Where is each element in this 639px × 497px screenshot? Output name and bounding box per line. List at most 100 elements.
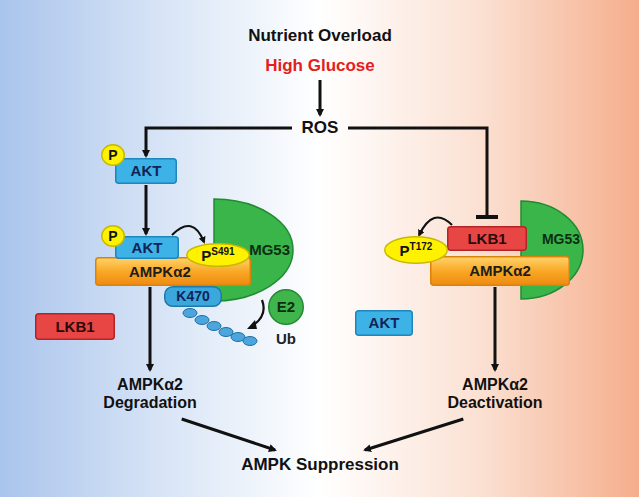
kinase-box: LKB1 [447, 226, 527, 251]
node-text: AKT [132, 239, 163, 256]
node-text: AMPKα2 Degradation [103, 376, 196, 411]
text-holder: AMPK Suppression [220, 452, 420, 478]
node-text: AKT [369, 314, 400, 331]
node-text: MG53 [542, 231, 580, 247]
box-fill [356, 311, 413, 336]
kinase-box: AKT [115, 158, 177, 184]
text-holder: E2 [268, 289, 304, 325]
ubiquitin-label: Ub [276, 330, 296, 347]
node-text: MG53 [249, 241, 290, 258]
text-holder: AMPKα2 Deactivation [423, 372, 567, 416]
text-group: AMPK Suppression [241, 455, 399, 475]
text-holder: K470 [164, 286, 222, 307]
text-group: AKT [132, 239, 163, 256]
text-holder: AMPKα2 Degradation [78, 372, 222, 416]
text-group: PS491 [201, 246, 234, 264]
text-group: AMPKα2 [129, 263, 191, 280]
arrow-connector [494, 287, 497, 370]
text-group: AKT [369, 314, 400, 331]
text-holder: P [101, 225, 125, 247]
node-text: K470 [176, 288, 209, 304]
kinase-box: AKT [115, 236, 179, 259]
outcome-text: AMPKα2 Degradation [78, 372, 222, 416]
text-group: MG53 [249, 241, 290, 258]
kinase-box: AKT [355, 310, 413, 336]
ubiquitin-chain [183, 309, 257, 346]
ellipse-fill [385, 237, 448, 264]
node-text: P [108, 228, 117, 244]
box-fill [431, 257, 570, 286]
lysine-site: K470 [164, 286, 222, 307]
text-holder: AKT [115, 236, 179, 259]
ros-text: ROS [294, 116, 346, 140]
text-group: AKT [131, 162, 162, 179]
ubiquitination-arrowhead [247, 320, 257, 329]
node-text: P [108, 147, 117, 163]
text-group: P [108, 147, 117, 163]
text-holder: LKB1 [35, 313, 115, 340]
box-fill [165, 287, 222, 307]
text-group: High Glucose [265, 56, 375, 76]
node-text: P [400, 242, 410, 259]
kinase-box: LKB1 [35, 313, 115, 340]
node-text: High Glucose [265, 56, 375, 75]
inhibition-connector [348, 128, 487, 217]
box-fill [116, 237, 179, 259]
box-fill [116, 159, 177, 184]
node-text: AKT [131, 162, 162, 179]
text-holder: AMPKα2 [430, 256, 570, 286]
arrow-connector [149, 287, 152, 370]
arrow-connector [145, 185, 148, 234]
text-group: E2 [277, 298, 295, 315]
node-text: E2 [277, 298, 295, 315]
node-text: ROS [302, 118, 339, 137]
ellipse-fill [102, 145, 125, 166]
ampk-bar: AMPKα2 [430, 256, 570, 286]
text-holder: PT172 [384, 236, 448, 264]
text-holder: AKT [115, 158, 177, 184]
node-text: LKB1 [467, 230, 506, 247]
arrow-connector [365, 419, 463, 450]
arrow-connector [182, 419, 275, 450]
result-text: AMPK Suppression [220, 452, 420, 478]
arrow-connector [319, 80, 322, 115]
ellipse-fill [102, 226, 125, 247]
text-holder: PS491 [186, 243, 250, 267]
text-group: MG53 [542, 231, 580, 247]
text-group: ROS [302, 118, 339, 138]
text-holder: High Glucose [240, 54, 400, 78]
phospho-site: PS491 [186, 243, 250, 267]
outcome-text: AMPKα2 Deactivation [423, 372, 567, 416]
node-text: P [201, 247, 211, 264]
text-holder: P [101, 144, 125, 166]
half-disc-fill [214, 199, 293, 301]
e2-circle: E2 [268, 289, 304, 325]
box-fill [448, 227, 527, 251]
text-holder: AKT [355, 310, 413, 336]
text-group: AMPKα2 Degradation [78, 376, 222, 413]
text-group: AMPKα2 [469, 262, 531, 279]
node-text: AMPKα2 [469, 262, 531, 279]
phospho-circle: P [101, 144, 125, 166]
text-holder: LKB1 [447, 226, 527, 251]
ellipse-fill [269, 290, 304, 325]
node-text: AMPKα2 [129, 263, 191, 280]
phospho-circle: P [101, 225, 125, 247]
node-text: AMPKα2 Deactivation [447, 376, 542, 411]
node-text: LKB1 [55, 318, 94, 335]
half-disc-fill [521, 201, 583, 299]
text-group: LKB1 [467, 230, 506, 247]
text-group: AMPKα2 Deactivation [423, 376, 567, 413]
box-fill [36, 314, 115, 340]
node-text: AMPK Suppression [241, 455, 399, 474]
text-group: LKB1 [55, 318, 94, 335]
ellipse-fill [187, 244, 250, 267]
superscript-text: S491 [211, 246, 234, 257]
text-group: PT172 [400, 241, 433, 259]
text-group: P [108, 228, 117, 244]
stimulus-text: High Glucose [240, 54, 400, 78]
arrow-connector [146, 128, 292, 156]
text-holder: ROS [294, 116, 346, 140]
text-group: K470 [176, 288, 209, 304]
